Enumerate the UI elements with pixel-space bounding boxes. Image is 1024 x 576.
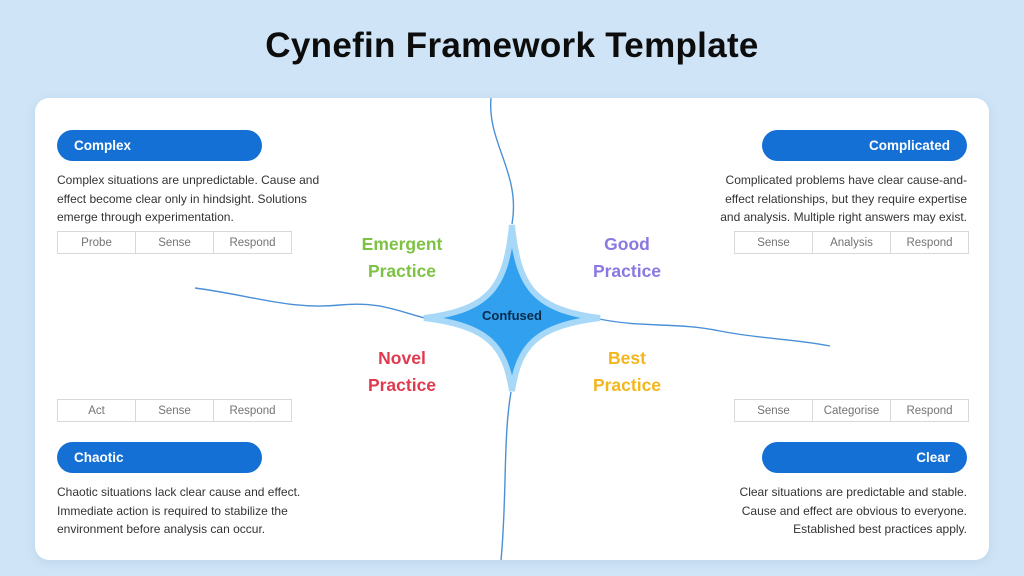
step-box: Categorise	[812, 399, 891, 422]
complex-steps: Probe Sense Respond	[57, 231, 292, 254]
complicated-description: Complicated problems have clear cause-an…	[720, 173, 967, 225]
step-box: Sense	[135, 399, 214, 422]
practice-line: Practice	[592, 375, 662, 395]
diagram-overlay	[194, 98, 831, 560]
step-box: Respond	[890, 399, 969, 422]
divider-line-right	[598, 318, 831, 347]
practice-line: Practice	[367, 375, 437, 395]
complicated-steps: Sense Analysis Respond	[734, 231, 969, 254]
practice-line: Practice	[592, 261, 662, 281]
complex-description: Complex situations are unpredictable. Ca…	[57, 173, 320, 225]
divider-line-top	[490, 98, 515, 225]
step-box: Act	[57, 399, 136, 422]
divider-line-bottom	[500, 391, 512, 560]
confused-label: Confused	[482, 308, 542, 323]
practice-line: Novel	[378, 348, 426, 368]
practice-label-good: Good Practice	[547, 231, 707, 285]
step-box: Analysis	[812, 231, 891, 254]
clear-description: Clear situations are predictable and sta…	[739, 485, 967, 537]
practice-label-emergent: Emergent Practice	[322, 231, 482, 285]
chaotic-steps: Act Sense Respond	[57, 399, 292, 422]
practice-line: Practice	[367, 261, 437, 281]
practice-label-novel: Novel Practice	[322, 345, 482, 399]
practice-line: Good	[604, 234, 650, 254]
confused-star-shape	[423, 224, 601, 392]
complex-pill: Complex	[57, 130, 262, 161]
framework-card: Confused Complex Complex situations are …	[35, 98, 989, 560]
step-box: Sense	[734, 231, 813, 254]
chaotic-description: Chaotic situations lack clear cause and …	[57, 485, 301, 537]
page-title: Cynefin Framework Template	[265, 26, 759, 65]
complicated-pill: Complicated	[762, 130, 967, 161]
clear-steps: Sense Categorise Respond	[734, 399, 969, 422]
clear-pill: Clear	[762, 442, 967, 473]
step-box: Probe	[57, 231, 136, 254]
step-box: Sense	[734, 399, 813, 422]
practice-line: Emergent	[361, 234, 443, 254]
step-box: Sense	[135, 231, 214, 254]
chaotic-pill: Chaotic	[57, 442, 262, 473]
step-box: Respond	[213, 399, 292, 422]
step-box: Respond	[213, 231, 292, 254]
practice-label-best: Best Practice	[547, 345, 707, 399]
practice-line: Best	[608, 348, 646, 368]
divider-line-left	[194, 287, 426, 319]
step-box: Respond	[890, 231, 969, 254]
